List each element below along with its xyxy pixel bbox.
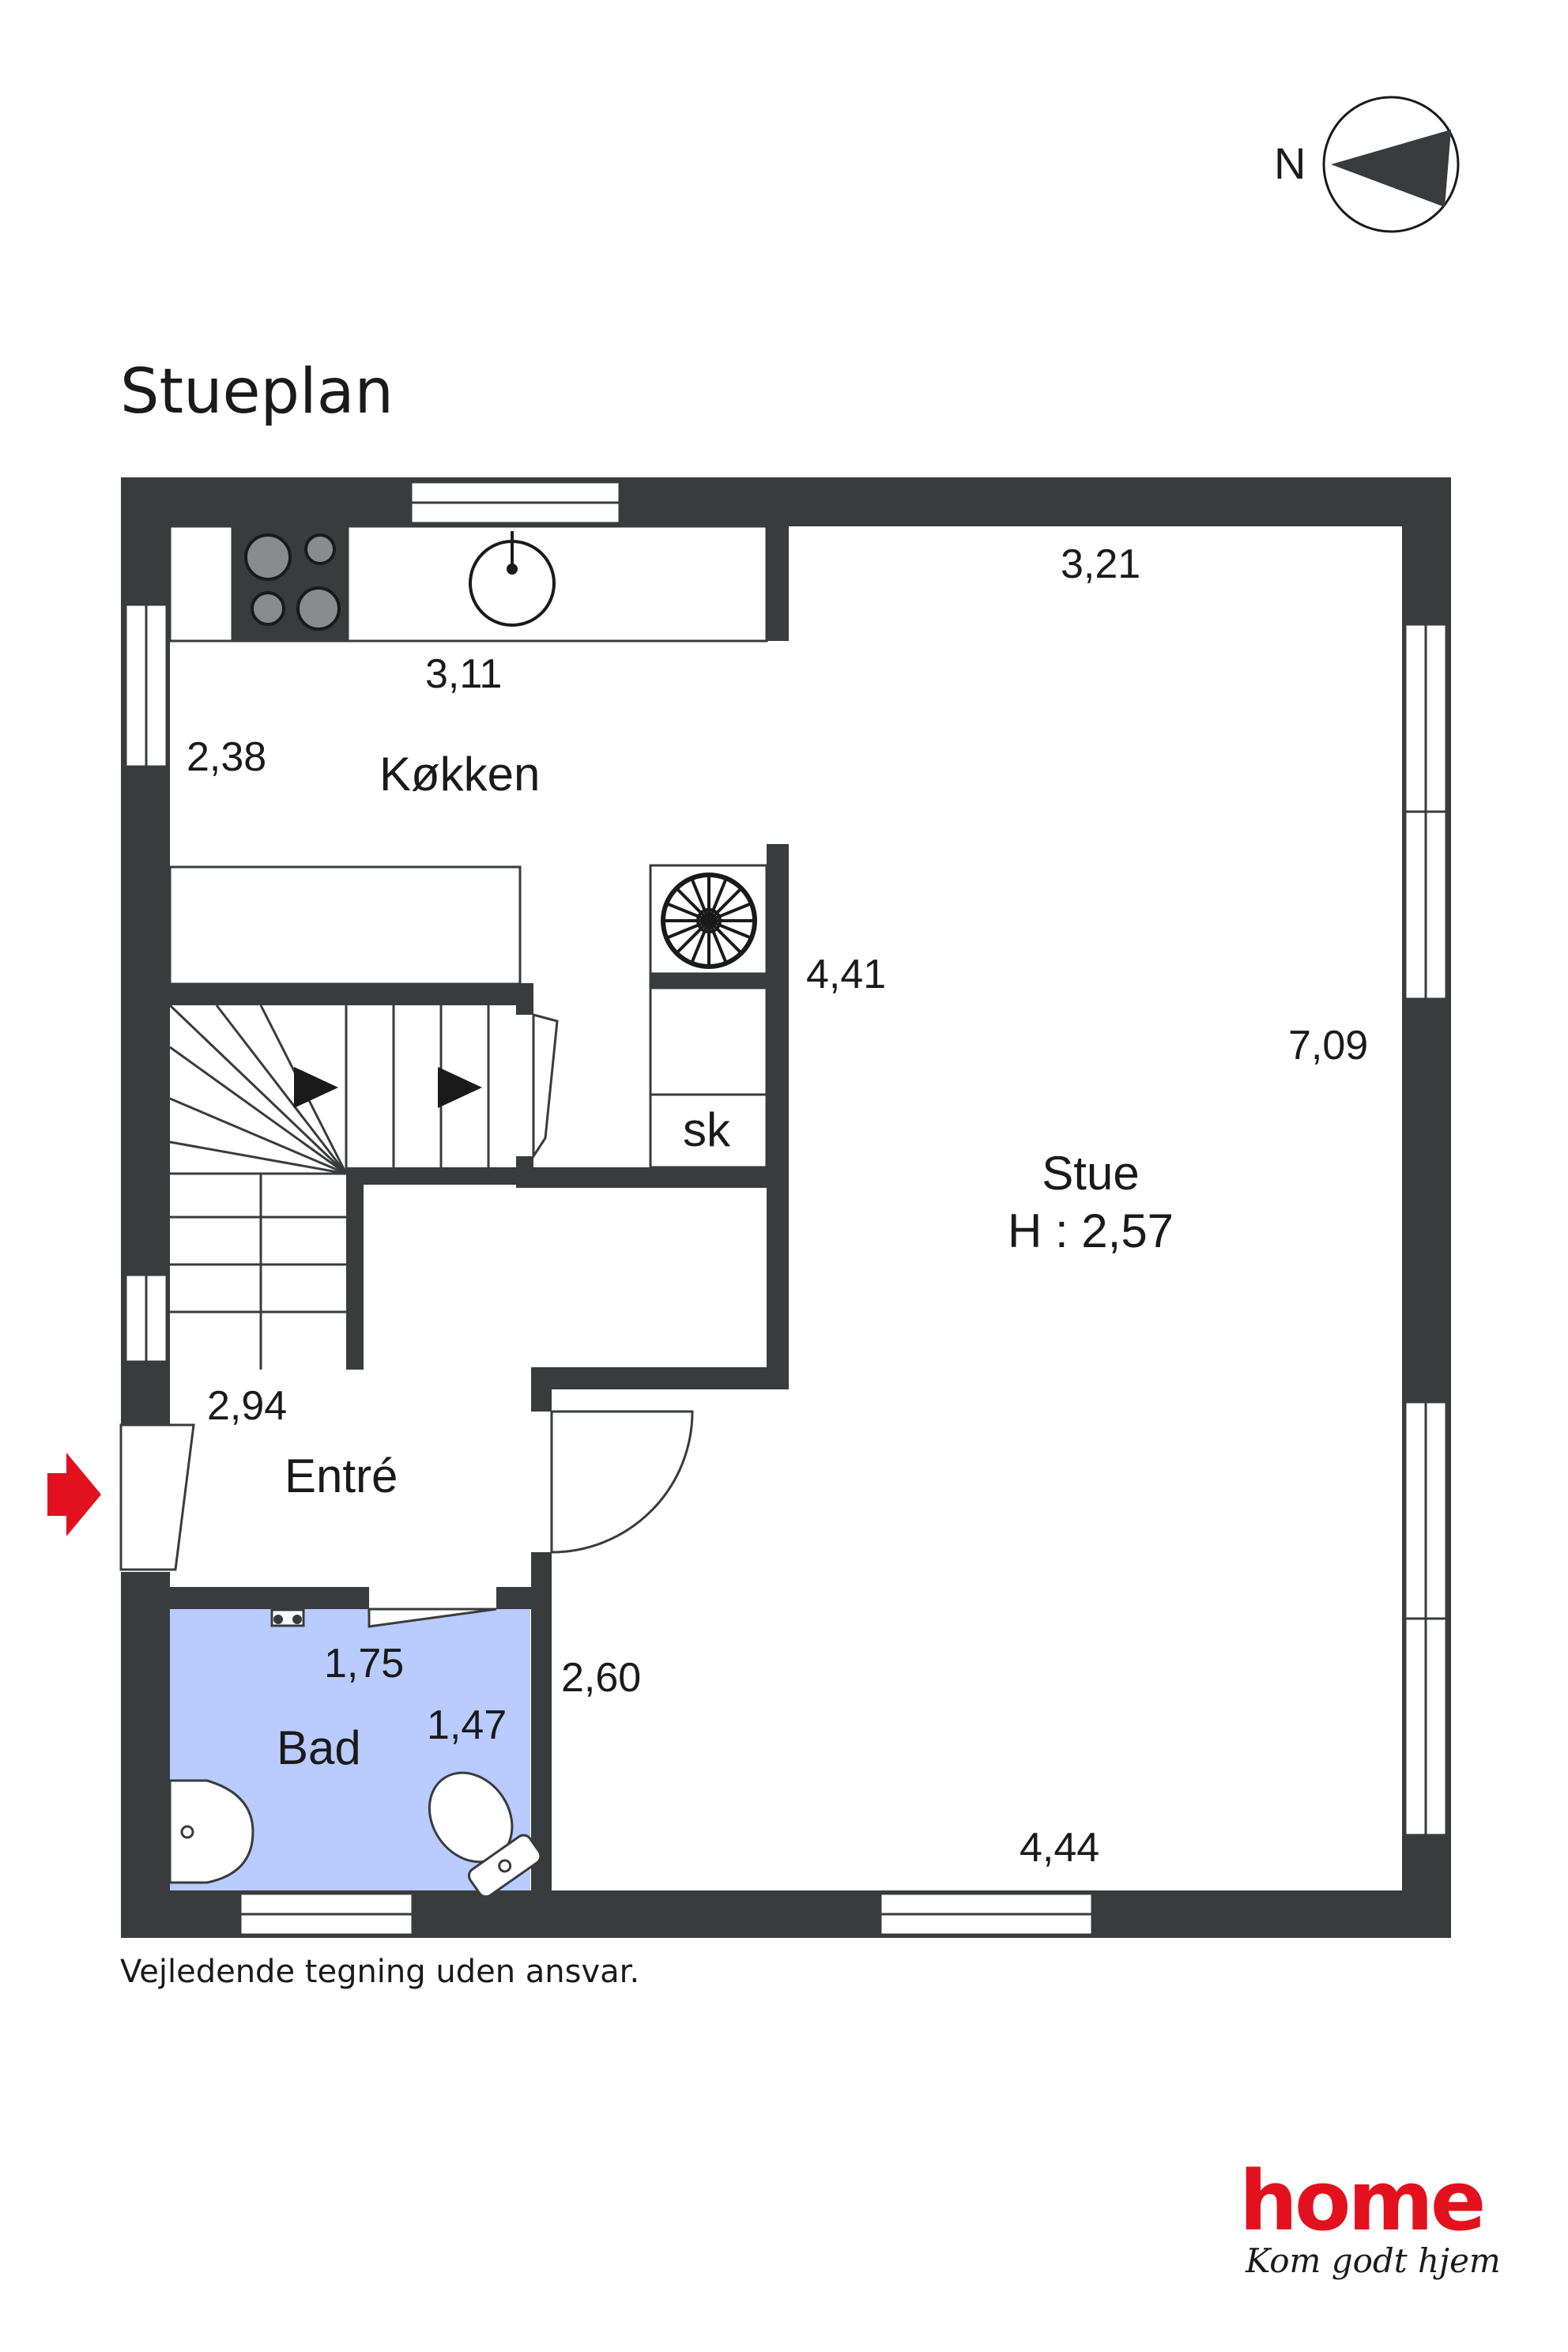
living-dim-bottom: 4,44 — [1020, 1825, 1099, 1871]
bath-fixtures — [168, 1608, 542, 1898]
compass-label: N — [1274, 138, 1306, 188]
toilet-icon — [428, 1771, 542, 1898]
bath-dim-depth: 1,47 — [427, 1702, 507, 1748]
stair-arrow-icon-2 — [438, 1067, 482, 1108]
wall-stair-top — [170, 983, 533, 1005]
staircase — [168, 1004, 559, 1370]
stair-door — [532, 1013, 559, 1161]
wall-kitchen-right — [767, 526, 789, 641]
living-dim-left: 4,41 — [806, 952, 886, 997]
wall-top — [121, 477, 1451, 526]
wall-core-right — [767, 844, 789, 1389]
compass-needle-icon — [1331, 130, 1451, 207]
entry-dim: 2,94 — [207, 1383, 287, 1429]
wall-bath-top — [170, 1587, 369, 1609]
bath-dim-width: 1,75 — [324, 1641, 404, 1687]
faucet-icon — [270, 1608, 305, 1627]
living-dim-top: 3,21 — [1061, 541, 1140, 587]
kitchen-counter — [168, 525, 768, 643]
ventilation-fan-icon — [661, 873, 757, 969]
wall-stair-jamb — [516, 983, 533, 1015]
compass: N — [1274, 96, 1460, 233]
kitchen-dim-depth: 2,38 — [187, 734, 266, 780]
bath-door — [368, 1608, 497, 1628]
wall-entry-top — [531, 1367, 789, 1389]
home-logo: home Kom godt hjem — [1239, 2158, 1508, 2292]
wall-stair-bottom — [533, 1167, 789, 1188]
logo-word: home — [1239, 2153, 1486, 2249]
page-title: Stueplan — [120, 356, 394, 428]
disclaimer-text: Vejledende tegning uden ansvar. — [120, 1954, 640, 1990]
kitchen-name: Køkken — [379, 748, 540, 801]
kitchen-island — [168, 865, 522, 986]
wall-bath-top-right — [496, 1587, 552, 1609]
entry-name: Entré — [285, 1449, 398, 1502]
washbasin-icon — [168, 1779, 254, 1884]
living-height: H : 2,57 — [1008, 1204, 1174, 1257]
closet-name: sk — [683, 1103, 731, 1156]
front-door-icon — [119, 1423, 195, 1571]
kitchen-dim-width: 3,11 — [425, 651, 502, 697]
logo-tagline: Kom godt hjem — [1246, 2241, 1501, 2280]
labels: 3,21 3,11 2,38 Køkken 4,41 7,09 sk Stue … — [187, 541, 1368, 1871]
living-dim-right: 7,09 — [1288, 1023, 1368, 1069]
windows — [124, 481, 1448, 1936]
wall-stair-side — [346, 1167, 364, 1370]
bath-name: Bad — [277, 1721, 361, 1774]
compass-ring — [1322, 96, 1460, 233]
stair-arrow-icon — [294, 1067, 338, 1108]
wall-entry-jamb — [531, 1367, 552, 1412]
entry-door-swing — [550, 1410, 694, 1554]
living-name: Stue — [1042, 1147, 1139, 1200]
wall-bath-right — [531, 1587, 552, 1890]
entrance-arrow-icon — [47, 1453, 101, 1536]
living-dim-lower-left: 2,60 — [561, 1655, 641, 1701]
